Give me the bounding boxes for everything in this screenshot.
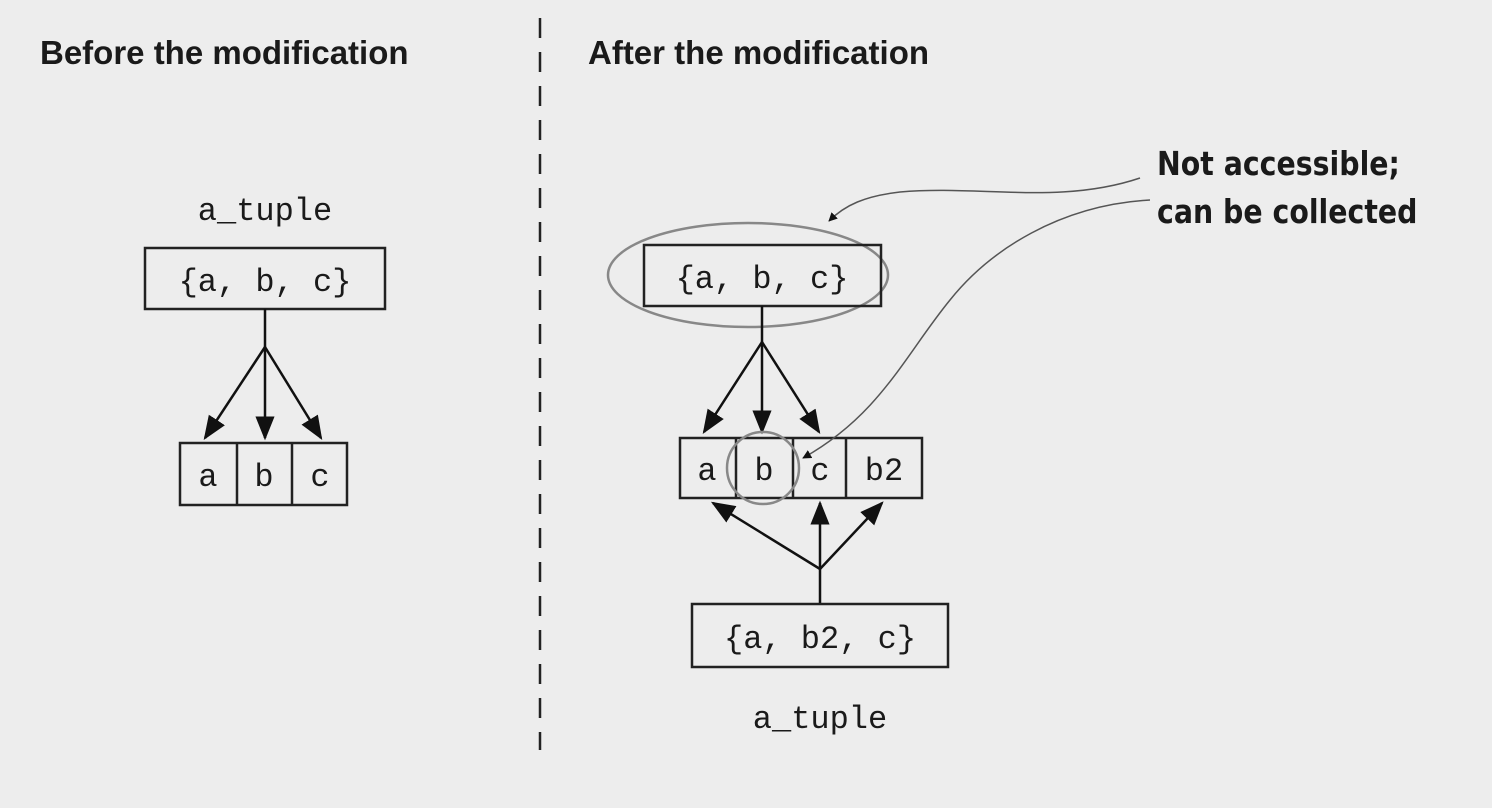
after-new-tuple-text: {a, b2, c}	[724, 621, 916, 658]
after-new-arrows	[710, 500, 884, 604]
after-cells: a b c b2	[678, 430, 924, 506]
after-cell-c: c	[810, 453, 829, 490]
after-old-tuple-box: {a, b, c}	[606, 221, 890, 329]
callout-arrow-to-tuple	[828, 177, 1141, 222]
callout-arrow-to-cell	[802, 199, 1151, 459]
after-cell-b2: b2	[865, 453, 903, 490]
after-cell-b: b	[754, 453, 773, 490]
before-arrows	[203, 309, 323, 441]
callout-line-2: can be collected	[1157, 192, 1418, 231]
after-old-arrows	[702, 306, 821, 435]
before-tuple-text: {a, b, c}	[179, 264, 352, 301]
after-var-label: a_tuple	[753, 701, 887, 738]
before-cell-c: c	[310, 459, 329, 496]
before-heading: Before the modification	[40, 34, 409, 71]
after-heading: After the modification	[588, 34, 930, 71]
before-cell-b: b	[254, 459, 273, 496]
before-cell-a: a	[198, 459, 217, 496]
after-old-tuple-text: {a, b, c}	[676, 261, 849, 298]
before-var-label: a_tuple	[198, 193, 332, 230]
callout-label: Not accessible; can be collected	[1157, 140, 1417, 236]
garbage-highlight-circle	[725, 430, 801, 506]
after-cell-a: a	[697, 453, 716, 490]
before-tuple-box: {a, b, c}	[143, 246, 387, 311]
callout-line-1: Not accessible;	[1157, 144, 1400, 183]
garbage-highlight-ellipse	[606, 221, 890, 329]
before-cells: a b c	[178, 441, 349, 507]
after-new-tuple-box: {a, b2, c}	[690, 602, 950, 669]
